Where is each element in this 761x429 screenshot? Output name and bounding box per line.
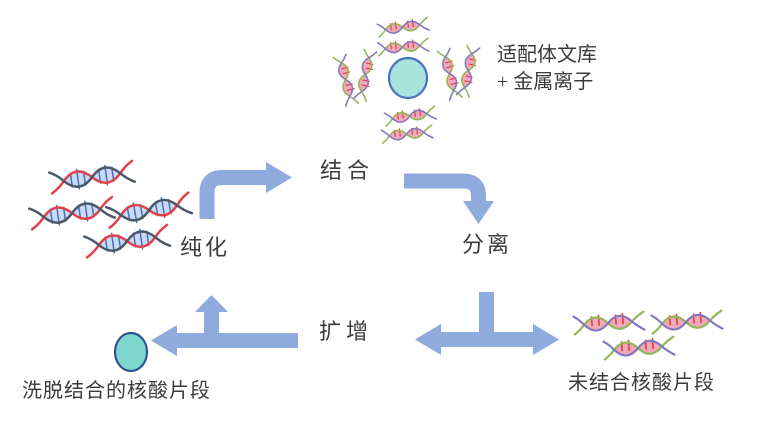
purify-label: 纯化 (180, 235, 230, 260)
dna-helix-icon (602, 335, 676, 361)
purified-dna-cluster (27, 159, 194, 259)
dna-helix-icon (82, 223, 172, 259)
amplify-label: 扩增 (319, 319, 373, 344)
eluted-label: 洗脱结合的核酸片段 (22, 379, 211, 402)
dna-helix-icon (383, 105, 437, 127)
eluted-bead-icon (113, 331, 149, 373)
dna-helix-icon (27, 195, 117, 231)
dna-helix-icon (376, 37, 430, 57)
unbound-dna-cluster (572, 309, 724, 361)
arrow-head-left-icon (415, 324, 441, 355)
bind-label: 结合 (320, 158, 374, 183)
metal-ion-bead-icon (387, 56, 429, 100)
arrow-bind-to-separate (404, 173, 494, 224)
dna-helix-icon (104, 191, 194, 229)
arrow-amplify-to-elute (151, 295, 298, 356)
arrow-head-up-icon (195, 295, 228, 312)
library-label-line2: + 金属离子 (497, 70, 593, 93)
arrow-head-left-icon (151, 325, 177, 356)
dna-helix-icon (47, 159, 137, 195)
dna-helix-icon (380, 124, 434, 144)
library-label-line1: 适配体文库 (497, 43, 597, 66)
arrow-purify-to-bind (199, 162, 292, 219)
aptamer-library-cluster (332, 16, 481, 144)
separate-label: 分离 (462, 232, 512, 257)
arrow-head-right-icon (266, 162, 292, 193)
dna-helix-icon (376, 16, 430, 38)
arrow-head-down-icon (463, 201, 494, 224)
dna-helix-icon (650, 309, 724, 335)
dna-helix-icon (352, 48, 378, 103)
arrow-branch-to-purify (195, 295, 228, 335)
dna-helix-icon (572, 310, 646, 336)
dna-helix-icon (455, 44, 481, 99)
arrow-separate-split (415, 292, 559, 355)
arrow-head-right-icon (533, 324, 559, 355)
unbound-label: 未结合核酸片段 (568, 371, 715, 394)
